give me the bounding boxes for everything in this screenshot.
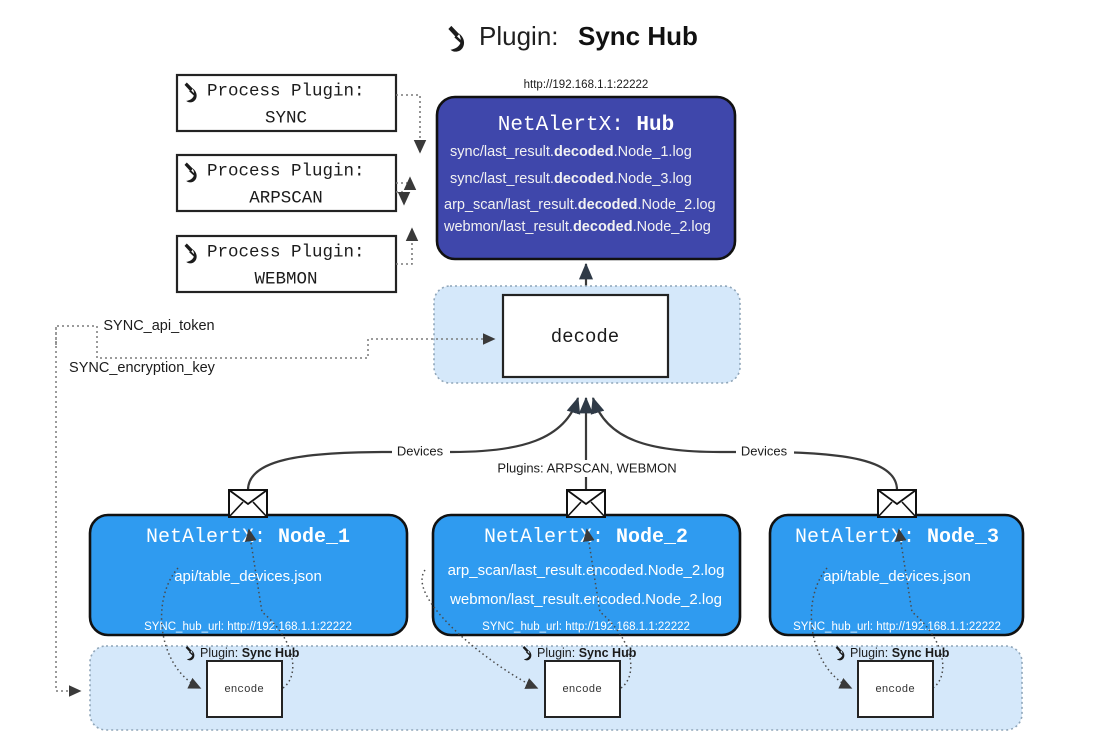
process-plugin-label: Process Plugin: bbox=[207, 82, 365, 102]
encode-label: encode bbox=[224, 684, 264, 696]
encode-flow-connectors bbox=[160, 528, 944, 689]
node2-file-to-encode bbox=[421, 569, 539, 689]
plug-icon bbox=[447, 24, 466, 53]
hub-log-row: sync/last_result.decoded.Node_3.log bbox=[450, 171, 692, 187]
hub-title-prefix: NetAlertX: bbox=[498, 114, 637, 137]
hub-url: http://192.168.1.1:22222 bbox=[524, 79, 649, 91]
node-2[interactable]: NetAlertX: Node_2 arp_scan/last_result.e… bbox=[431, 489, 742, 637]
hub-log-row: sync/last_result.decoded.Node_1.log bbox=[450, 144, 692, 160]
encode-label: encode bbox=[875, 684, 915, 696]
connector-sync-1 bbox=[396, 94, 427, 154]
node1-to-decode-edge bbox=[246, 396, 581, 491]
decode-container: decode bbox=[433, 285, 741, 384]
secret-routes bbox=[55, 325, 496, 697]
envelope-icon bbox=[566, 489, 606, 518]
secret-label-api-token: SYNC_api_token bbox=[103, 318, 214, 334]
secret-label-encryption-key: SYNC_encryption_key bbox=[69, 360, 216, 376]
label-mask bbox=[736, 444, 794, 460]
envelope-icon bbox=[877, 489, 917, 518]
process-plugin-name: SYNC bbox=[265, 109, 307, 129]
node-hub-url: SYNC_hub_url: http://192.168.1.1:22222 bbox=[482, 621, 690, 633]
encode-box[interactable] bbox=[544, 660, 621, 718]
envelope-icon bbox=[228, 489, 268, 518]
hub-box[interactable] bbox=[435, 95, 737, 261]
label-mask bbox=[505, 460, 670, 477]
connector-arpscan bbox=[396, 191, 411, 206]
process-plugin-name: WEBMON bbox=[254, 270, 317, 290]
node-3[interactable]: NetAlertX: Node_3 api/table_devices.json… bbox=[768, 489, 1025, 637]
node-hub-url: SYNC_hub_url: http://192.168.1.1:22222 bbox=[144, 621, 352, 633]
edge-label-plugins-center: Plugins: ARPSCAN, WEBMON bbox=[497, 460, 676, 475]
node-file: arp_scan/last_result.encoded.Node_2.log bbox=[448, 562, 725, 579]
encoder-plugin-label: Plugin: Sync Hub bbox=[850, 646, 950, 660]
encoder-2[interactable]: Plugin: Sync Hub encode bbox=[521, 645, 637, 718]
page-title: Plugin: Sync Hub bbox=[447, 21, 698, 53]
encode-box[interactable] bbox=[857, 660, 934, 718]
label-mask bbox=[62, 360, 222, 375]
encoder-plugin-label: Plugin: Sync Hub bbox=[537, 646, 637, 660]
process-plugin-label: Process Plugin: bbox=[207, 243, 365, 263]
node-file: webmon/last_result.encoded.Node_2.log bbox=[449, 591, 722, 608]
node-title: NetAlertX: Node_1 bbox=[146, 526, 350, 549]
page-title-name: Sync Hub bbox=[578, 21, 698, 51]
hub-title: NetAlertX: Hub bbox=[498, 114, 674, 137]
edge-label-devices-right: Devices bbox=[741, 443, 788, 458]
hub-log-row: webmon/last_result.decoded.Node_2.log bbox=[443, 219, 711, 235]
decode-label: decode bbox=[551, 326, 619, 348]
sync-encryption-key-route bbox=[55, 341, 82, 697]
process-plugin-name: ARPSCAN bbox=[249, 189, 323, 209]
encoder-plugin-label: Plugin: Sync Hub bbox=[200, 646, 300, 660]
encoder-1[interactable]: Plugin: Sync Hub encode bbox=[184, 645, 300, 718]
process-plugin-box[interactable] bbox=[175, 73, 398, 133]
connector-sync-3 bbox=[396, 176, 417, 190]
process-plugin-arpscan[interactable]: Process Plugin: ARPSCAN bbox=[175, 153, 398, 213]
encode-box[interactable] bbox=[206, 660, 283, 718]
process-plugin-label: Process Plugin: bbox=[207, 162, 365, 182]
node-file: api/table_devices.json bbox=[174, 568, 322, 585]
hub-node[interactable]: NetAlertX: Hub sync/last_result.decoded.… bbox=[435, 95, 737, 261]
encode-label: encode bbox=[562, 684, 602, 696]
node-file: api/table_devices.json bbox=[823, 568, 971, 585]
node3-file-to-encode bbox=[810, 567, 853, 689]
hub-title-name: Hub bbox=[636, 114, 674, 137]
hub-log-row: arp_scan/last_result.decoded.Node_2.log bbox=[444, 197, 716, 213]
encoder-3[interactable]: Plugin: Sync Hub encode bbox=[834, 645, 950, 718]
edge-label-devices-left: Devices bbox=[397, 443, 444, 458]
plugin-to-hub-connectors bbox=[396, 94, 427, 265]
node-1[interactable]: NetAlertX: Node_1 api/table_devices.json… bbox=[88, 489, 409, 637]
process-plugin-webmon[interactable]: Process Plugin: WEBMON bbox=[175, 234, 398, 294]
page-title-prefix: Plugin: bbox=[479, 21, 559, 51]
process-plugin-box[interactable] bbox=[175, 153, 398, 213]
label-mask bbox=[392, 444, 450, 460]
process-plugin-box[interactable] bbox=[175, 234, 398, 294]
connector-webmon bbox=[396, 227, 419, 265]
node-title: NetAlertX: Node_3 bbox=[795, 526, 999, 549]
decode-box[interactable] bbox=[501, 293, 670, 379]
process-plugin-sync[interactable]: Process Plugin: SYNC bbox=[175, 73, 398, 133]
label-mask bbox=[100, 318, 218, 333]
node-title: NetAlertX: Node_2 bbox=[484, 526, 688, 549]
node1-file-to-encode bbox=[160, 567, 202, 689]
node-hub-url: SYNC_hub_url: http://192.168.1.1:22222 bbox=[793, 621, 1001, 633]
